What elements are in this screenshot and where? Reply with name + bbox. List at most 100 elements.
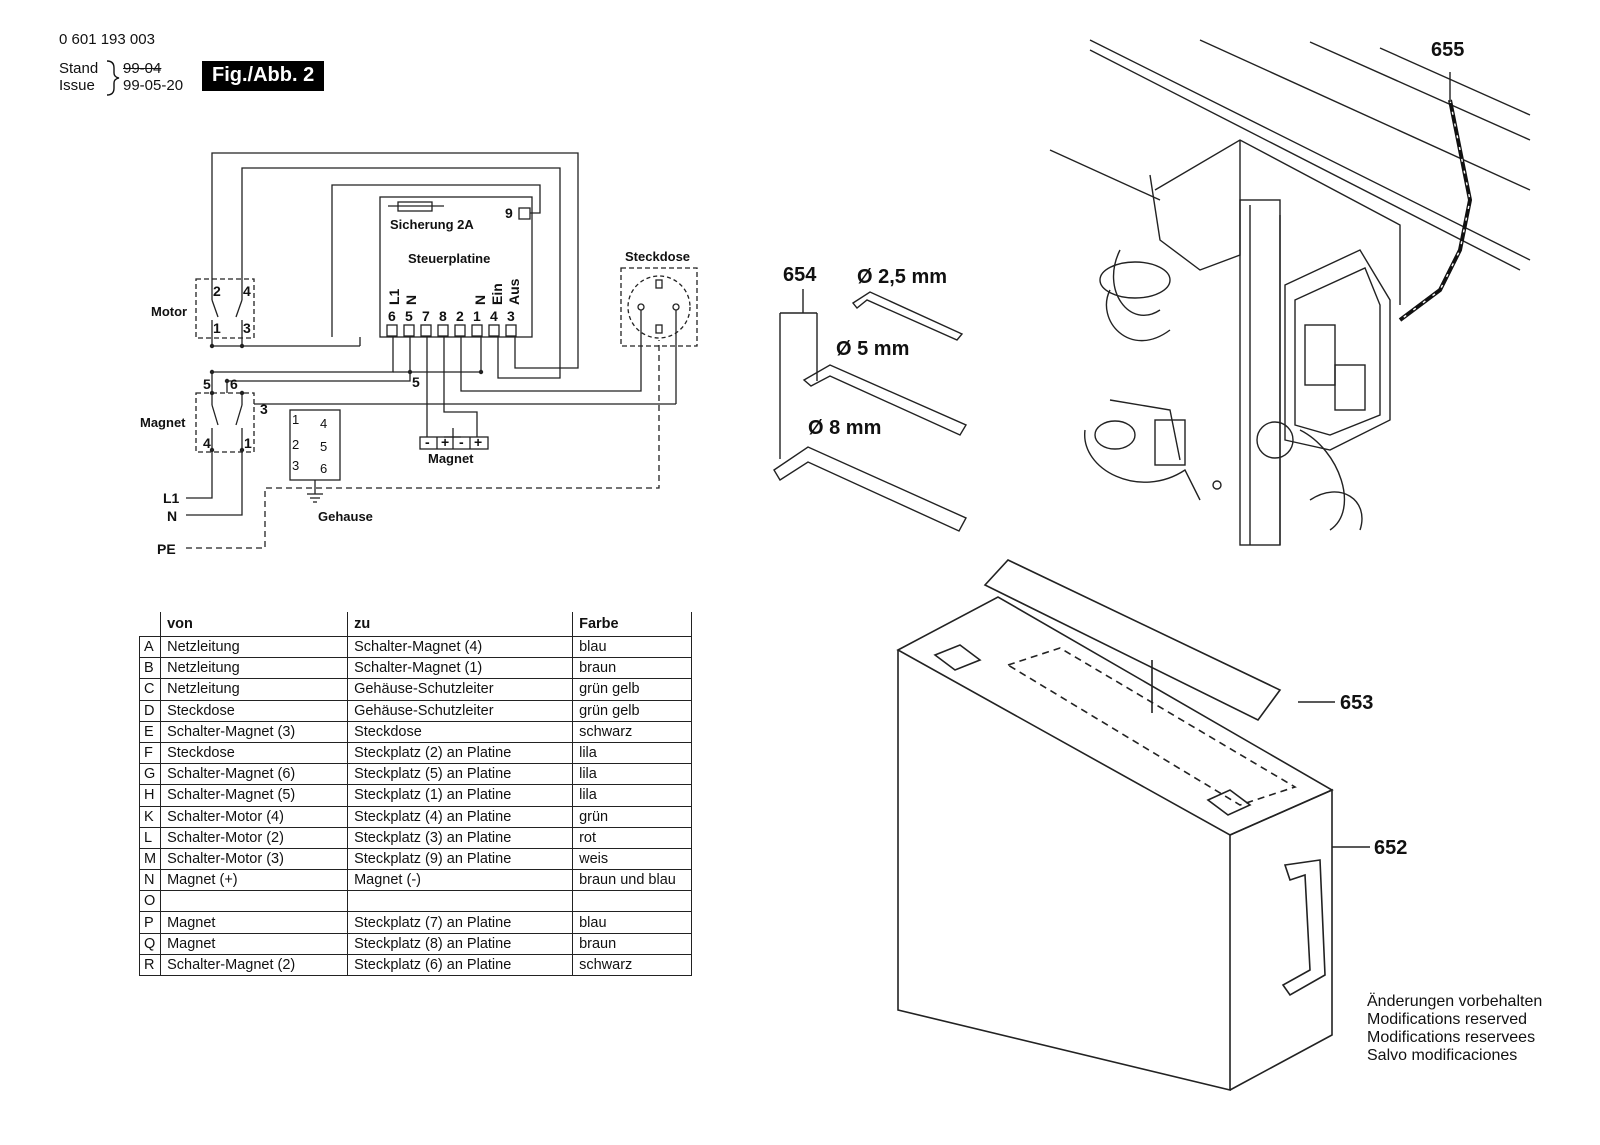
row-von: Magnet — [160, 932, 349, 955]
part-654-label: 654 — [783, 264, 817, 286]
row-key: L — [138, 826, 162, 849]
row-farbe: blau — [572, 635, 693, 659]
header-farbe: Farbe — [572, 612, 693, 637]
row-key: D — [138, 699, 162, 722]
row-zu: Steckplatz (4) an Platine — [347, 805, 574, 828]
motor-terminal-4: 4 — [243, 283, 251, 299]
magnet-label: Magnet — [428, 451, 474, 466]
magnet-terminal-6: 6 — [230, 376, 238, 392]
modifications-line: Modifications reserved — [1367, 1011, 1528, 1028]
housing-terminal-1: 1 — [292, 412, 299, 427]
row-key: O — [138, 890, 162, 913]
wire-table-header: von zu Farbe — [139, 612, 693, 637]
row-von: Steckdose — [160, 699, 349, 722]
housing-terminal-5: 5 — [320, 439, 327, 454]
row-farbe: lila — [572, 763, 693, 786]
board-pin-name-l1: L1 — [386, 288, 402, 305]
figure-label: Fig./Abb. 2 — [202, 61, 325, 91]
row-von: Schalter-Magnet (6) — [160, 763, 349, 786]
board-pin-1: 1 — [473, 308, 481, 324]
row-farbe: rot — [572, 826, 693, 849]
row-zu: Steckplatz (1) an Platine — [347, 784, 574, 807]
board-pin-4: 4 — [490, 308, 498, 324]
row-von: Schalter-Motor (4) — [160, 805, 349, 828]
board-pin-2: 2 — [456, 308, 464, 324]
row-zu: Magnet (-) — [347, 869, 574, 892]
row-farbe: weis — [572, 847, 693, 871]
row-zu: Gehäuse-Schutzleiter — [347, 678, 574, 701]
motor-terminal-3: 3 — [243, 320, 251, 336]
row-zu — [347, 890, 574, 913]
row-farbe: lila — [572, 741, 693, 765]
part-653-label: 653 — [1340, 692, 1373, 714]
row-von: Magnet (+) — [160, 869, 349, 892]
header-von: von — [160, 612, 349, 637]
header-zu: zu — [347, 612, 574, 637]
row-key: Q — [138, 932, 162, 955]
board-pin-name-n1: N — [403, 295, 419, 305]
board-pin-name-n2: N — [472, 295, 488, 305]
machine-chain-illustration: 655 — [1049, 39, 1531, 546]
row-zu: Steckplatz (2) an Platine — [347, 741, 574, 765]
row-farbe: schwarz — [572, 720, 693, 743]
row-farbe: grün — [572, 805, 693, 828]
modifications-line: Salvo modificaciones — [1367, 1047, 1518, 1064]
housing-terminal-4: 4 — [320, 416, 327, 431]
board-pin-8: 8 — [439, 308, 447, 324]
board-pin-5: 5 — [405, 308, 413, 324]
part-655-label: 655 — [1431, 39, 1464, 61]
motor-terminal-1: 1 — [213, 320, 221, 336]
issue-date: 99-05-20 — [123, 77, 184, 94]
row-farbe: schwarz — [572, 953, 693, 977]
row-key: E — [138, 720, 162, 743]
magnet-sign-3: - — [459, 434, 464, 450]
stand-date: 99-04 — [123, 60, 162, 77]
control-board — [379, 196, 533, 338]
magnet-switch-label: Magnet — [140, 415, 186, 430]
row-farbe: grün gelb — [572, 678, 693, 701]
row-von: Schalter-Magnet (2) — [160, 953, 349, 977]
board-pin-6: 6 — [388, 308, 396, 324]
row-zu: Steckplatz (9) an Platine — [347, 847, 574, 871]
modifications-note: Änderungen vorbehalten Modifications res… — [1367, 993, 1542, 1065]
header-brace — [106, 60, 120, 96]
row-key: M — [138, 847, 162, 871]
line-pe-label: PE — [157, 541, 176, 557]
board-pin-3: 3 — [507, 308, 515, 324]
magnet-terminal-4: 4 — [203, 435, 211, 451]
line-l1-label: L1 — [163, 490, 180, 506]
row-zu: Steckplatz (5) an Platine — [347, 763, 574, 786]
row-farbe: grün gelb — [572, 699, 693, 722]
fuse-label: Sicherung 2A — [390, 217, 474, 232]
row-von: Netzleitung — [160, 657, 349, 680]
magnet-sign-1: - — [425, 434, 430, 450]
table-row: O — [138, 890, 693, 913]
row-farbe: braun — [572, 932, 693, 955]
row-zu: Steckplatz (7) an Platine — [347, 911, 574, 934]
carrying-case-illustration: 653 652 — [896, 559, 1407, 1092]
row-von: Netzleitung — [160, 635, 349, 659]
row-zu: Steckplatz (3) an Platine — [347, 826, 574, 849]
wiring-diagram: Motor Magnet Sicherung 2A Steuerplatine … — [140, 152, 698, 557]
magnet-terminal-3: 3 — [260, 401, 268, 417]
row-key: C — [138, 678, 162, 701]
modifications-line: Änderungen vorbehalten — [1367, 993, 1543, 1010]
magnet-sign-2: + — [441, 434, 449, 450]
document-number: 0 601 193 003 — [59, 31, 155, 48]
socket-label: Steckdose — [625, 249, 690, 264]
